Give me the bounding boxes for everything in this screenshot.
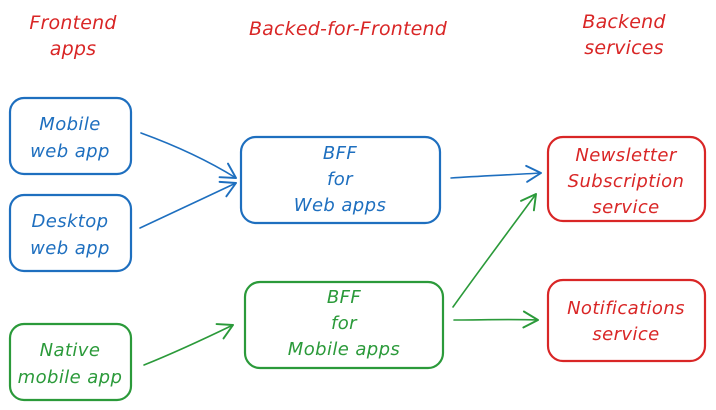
desktop-web-to-bff-web-arrow bbox=[139, 180, 237, 229]
mobile-web-app-box bbox=[8, 96, 133, 176]
mobile-web-app-node: Mobile web app bbox=[8, 96, 133, 176]
newsletter-service-node: Newsletter Subscription service bbox=[546, 135, 707, 223]
notifications-service-box bbox=[546, 278, 707, 363]
frontend-header: Frontend apps bbox=[29, 12, 117, 60]
desktop-web-app-line-2: web app bbox=[30, 238, 110, 259]
bff-mobile-line-1: BFF bbox=[327, 287, 362, 308]
bff-web-line-3: Web apps bbox=[294, 195, 386, 216]
native-mobile-app-line-2: mobile app bbox=[18, 367, 123, 388]
desktop-web-app-line-1: Desktop bbox=[31, 211, 108, 232]
newsletter-service-line-2: Subscription bbox=[568, 171, 685, 192]
native-mobile-to-bff-mobile-arrow bbox=[143, 323, 234, 366]
frontend-header-line-2: apps bbox=[50, 38, 96, 60]
native-mobile-app-box bbox=[8, 322, 133, 402]
desktop-web-app-node: Desktop web app bbox=[8, 193, 133, 273]
bff-web-line-2: for bbox=[327, 169, 354, 190]
backend-header-line-2: services bbox=[584, 37, 664, 59]
native-mobile-app-node: Native mobile app bbox=[8, 322, 133, 402]
notifications-service-line-2: service bbox=[592, 324, 659, 345]
backend-header: Backend services bbox=[582, 11, 666, 59]
bff-web-box bbox=[239, 135, 442, 225]
notifications-service-node: Notifications service bbox=[546, 278, 707, 363]
newsletter-service-box bbox=[546, 135, 707, 223]
mobile-web-to-bff-web-arrow bbox=[140, 132, 237, 179]
newsletter-service-line-3: service bbox=[592, 197, 659, 218]
mobile-web-app-line-1: Mobile bbox=[39, 114, 100, 135]
native-mobile-app-line-1: Native bbox=[40, 340, 101, 361]
bff-header: Backed-for-Frontend bbox=[249, 18, 448, 40]
bff-mobile-node: BFF for Mobile apps bbox=[243, 280, 445, 370]
bff-header-line-1: Backed-for-Frontend bbox=[249, 18, 448, 40]
notifications-service-line-1: Notifications bbox=[567, 298, 685, 319]
backend-header-line-1: Backend bbox=[582, 11, 666, 33]
mobile-web-app-line-2: web app bbox=[30, 141, 110, 162]
newsletter-service-line-1: Newsletter bbox=[575, 145, 678, 166]
frontend-header-line-1: Frontend bbox=[29, 12, 117, 34]
desktop-web-app-box bbox=[8, 193, 133, 273]
bff-mobile-line-3: Mobile apps bbox=[288, 339, 400, 360]
bff-mobile-line-2: for bbox=[331, 313, 358, 334]
bff-web-line-1: BFF bbox=[323, 143, 358, 164]
bff-web-to-newsletter-arrow bbox=[450, 164, 542, 183]
bff-web-node: BFF for Web apps bbox=[239, 135, 442, 225]
bff-mobile-to-newsletter-arrow bbox=[452, 193, 537, 308]
bff-mobile-box bbox=[243, 280, 445, 370]
